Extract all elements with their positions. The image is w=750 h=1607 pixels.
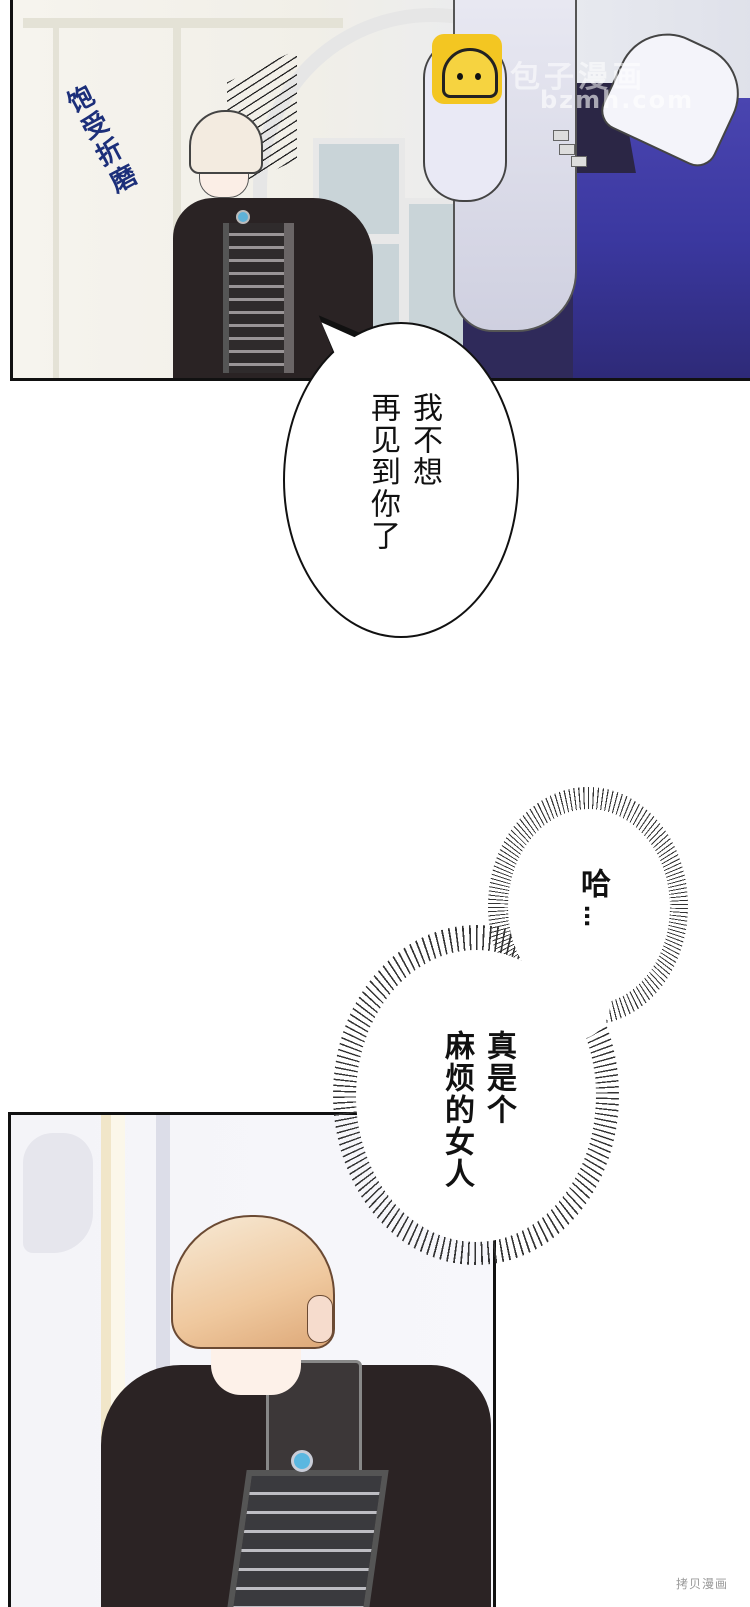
speech-bubble (283, 322, 519, 638)
wall-pillar (53, 28, 59, 378)
credit-text: 拷贝漫画 (675, 1577, 728, 1591)
bun-eye (475, 73, 481, 80)
thought-line-2: 麻烦的女人 (439, 1030, 474, 1190)
bow-icon (553, 130, 569, 141)
speech-line-2: 再见到你了 (365, 392, 400, 552)
wall-molding (23, 18, 343, 28)
steamed-bun-logo-icon (432, 34, 502, 104)
brooch-gem (291, 1450, 313, 1472)
man-hair (189, 110, 263, 174)
bow-icon (571, 156, 587, 167)
bun-eye (457, 73, 463, 80)
coat-braid-panel (225, 1470, 389, 1607)
top-panel: 饱 受 折 磨 (10, 0, 750, 381)
thought-text-ha: 哈 (575, 868, 610, 900)
watermark-title: 包子漫画 (510, 60, 646, 95)
wall-pillar (173, 28, 181, 378)
speech-line-1: 我不想 (407, 392, 442, 488)
thought-bubble-join (500, 970, 610, 1040)
pillar (101, 1115, 111, 1607)
thought-text-dots: … (579, 905, 604, 927)
man-ear (307, 1295, 333, 1343)
coat-braid (223, 223, 294, 373)
thought-line-1: 真是个 (481, 1030, 516, 1126)
bow-icon (559, 144, 575, 155)
watermark-url: bzmh.com (540, 86, 695, 114)
brooch-gem (236, 210, 250, 224)
sfx-text: 饱 受 折 磨 (63, 65, 172, 199)
statue-silhouette (23, 1133, 93, 1253)
bun-shape (442, 48, 498, 98)
